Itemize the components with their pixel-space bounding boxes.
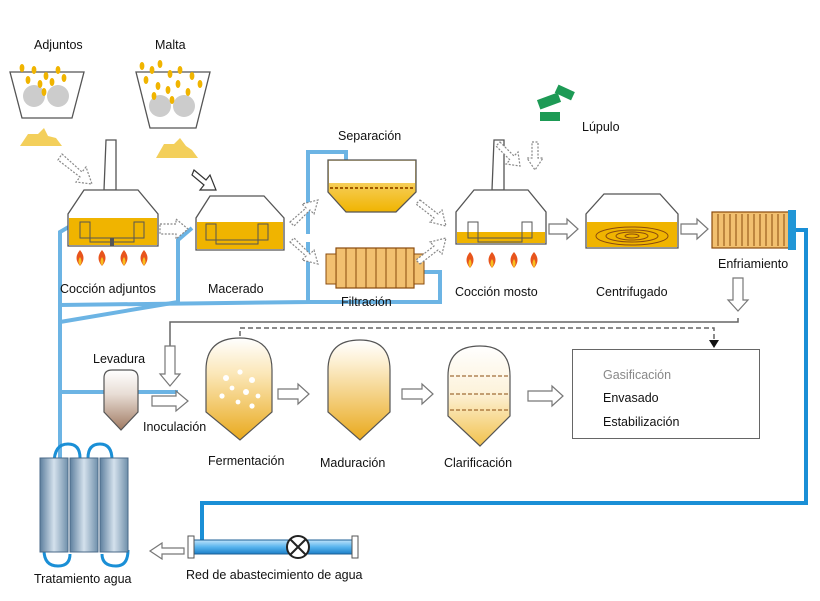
label-tratamiento-agua: Tratamiento agua: [34, 572, 132, 586]
label-inoculacion: Inoculación: [143, 420, 207, 434]
label-coccion-mosto: Cocción mosto: [455, 285, 538, 299]
label-adjuntos: Adjuntos: [34, 38, 83, 52]
filtracion-unit: [325, 247, 425, 289]
maduracion-tank: [327, 339, 391, 441]
label-red-abastecimiento: Red de abastecimiento de agua: [186, 568, 363, 582]
label-enfriamiento: Enfriamiento: [718, 257, 789, 271]
hopper-malta: [135, 60, 211, 158]
label-estabilizacion: Estabilización: [603, 415, 680, 429]
red-abastecimiento-pipe: [187, 535, 359, 559]
clarificacion-tank: [447, 345, 511, 447]
label-clarificacion: Clarificación: [444, 456, 513, 470]
hopper-adjuntos: [9, 64, 85, 146]
packaging-steps-box: Gasificación Envasado Estabilización: [572, 349, 760, 439]
tratamiento-agua-unit: [39, 442, 130, 568]
coccion-adjuntos-vessel: [67, 139, 159, 247]
flow-arrows: [148, 169, 750, 561]
dotted-flow-arrows: [57, 141, 545, 265]
fermentacion-tank: [205, 337, 273, 441]
label-lupulo: Lúpulo: [582, 120, 620, 134]
label-malta: Malta: [155, 38, 186, 52]
flames-mosto: [466, 252, 538, 268]
label-gasificacion: Gasificación: [603, 368, 672, 382]
label-coccion-adjuntos: Cocción adjuntos: [60, 282, 156, 296]
supply-pipe: [200, 228, 808, 540]
separacion-tank: [327, 159, 417, 213]
label-separacion: Separación: [338, 129, 402, 143]
hops-icon: [536, 84, 575, 121]
label-centrifugado: Centrifugado: [596, 285, 668, 299]
centrifugado-vessel: [585, 193, 679, 249]
levadura-vessel: [103, 369, 139, 431]
flames-adjuntos: [76, 250, 148, 266]
label-envasado: Envasado: [603, 391, 659, 405]
label-levadura: Levadura: [93, 352, 146, 366]
label-maduracion: Maduración: [320, 456, 386, 470]
label-fermentacion: Fermentación: [208, 454, 285, 468]
macerado-vessel: [195, 195, 285, 251]
enfriamiento-exchanger: [711, 210, 796, 250]
label-macerado: Macerado: [208, 282, 264, 296]
dashed-arrowhead: [709, 340, 719, 348]
coccion-mosto-vessel: [455, 139, 547, 245]
label-filtracion: Filtración: [341, 295, 392, 309]
